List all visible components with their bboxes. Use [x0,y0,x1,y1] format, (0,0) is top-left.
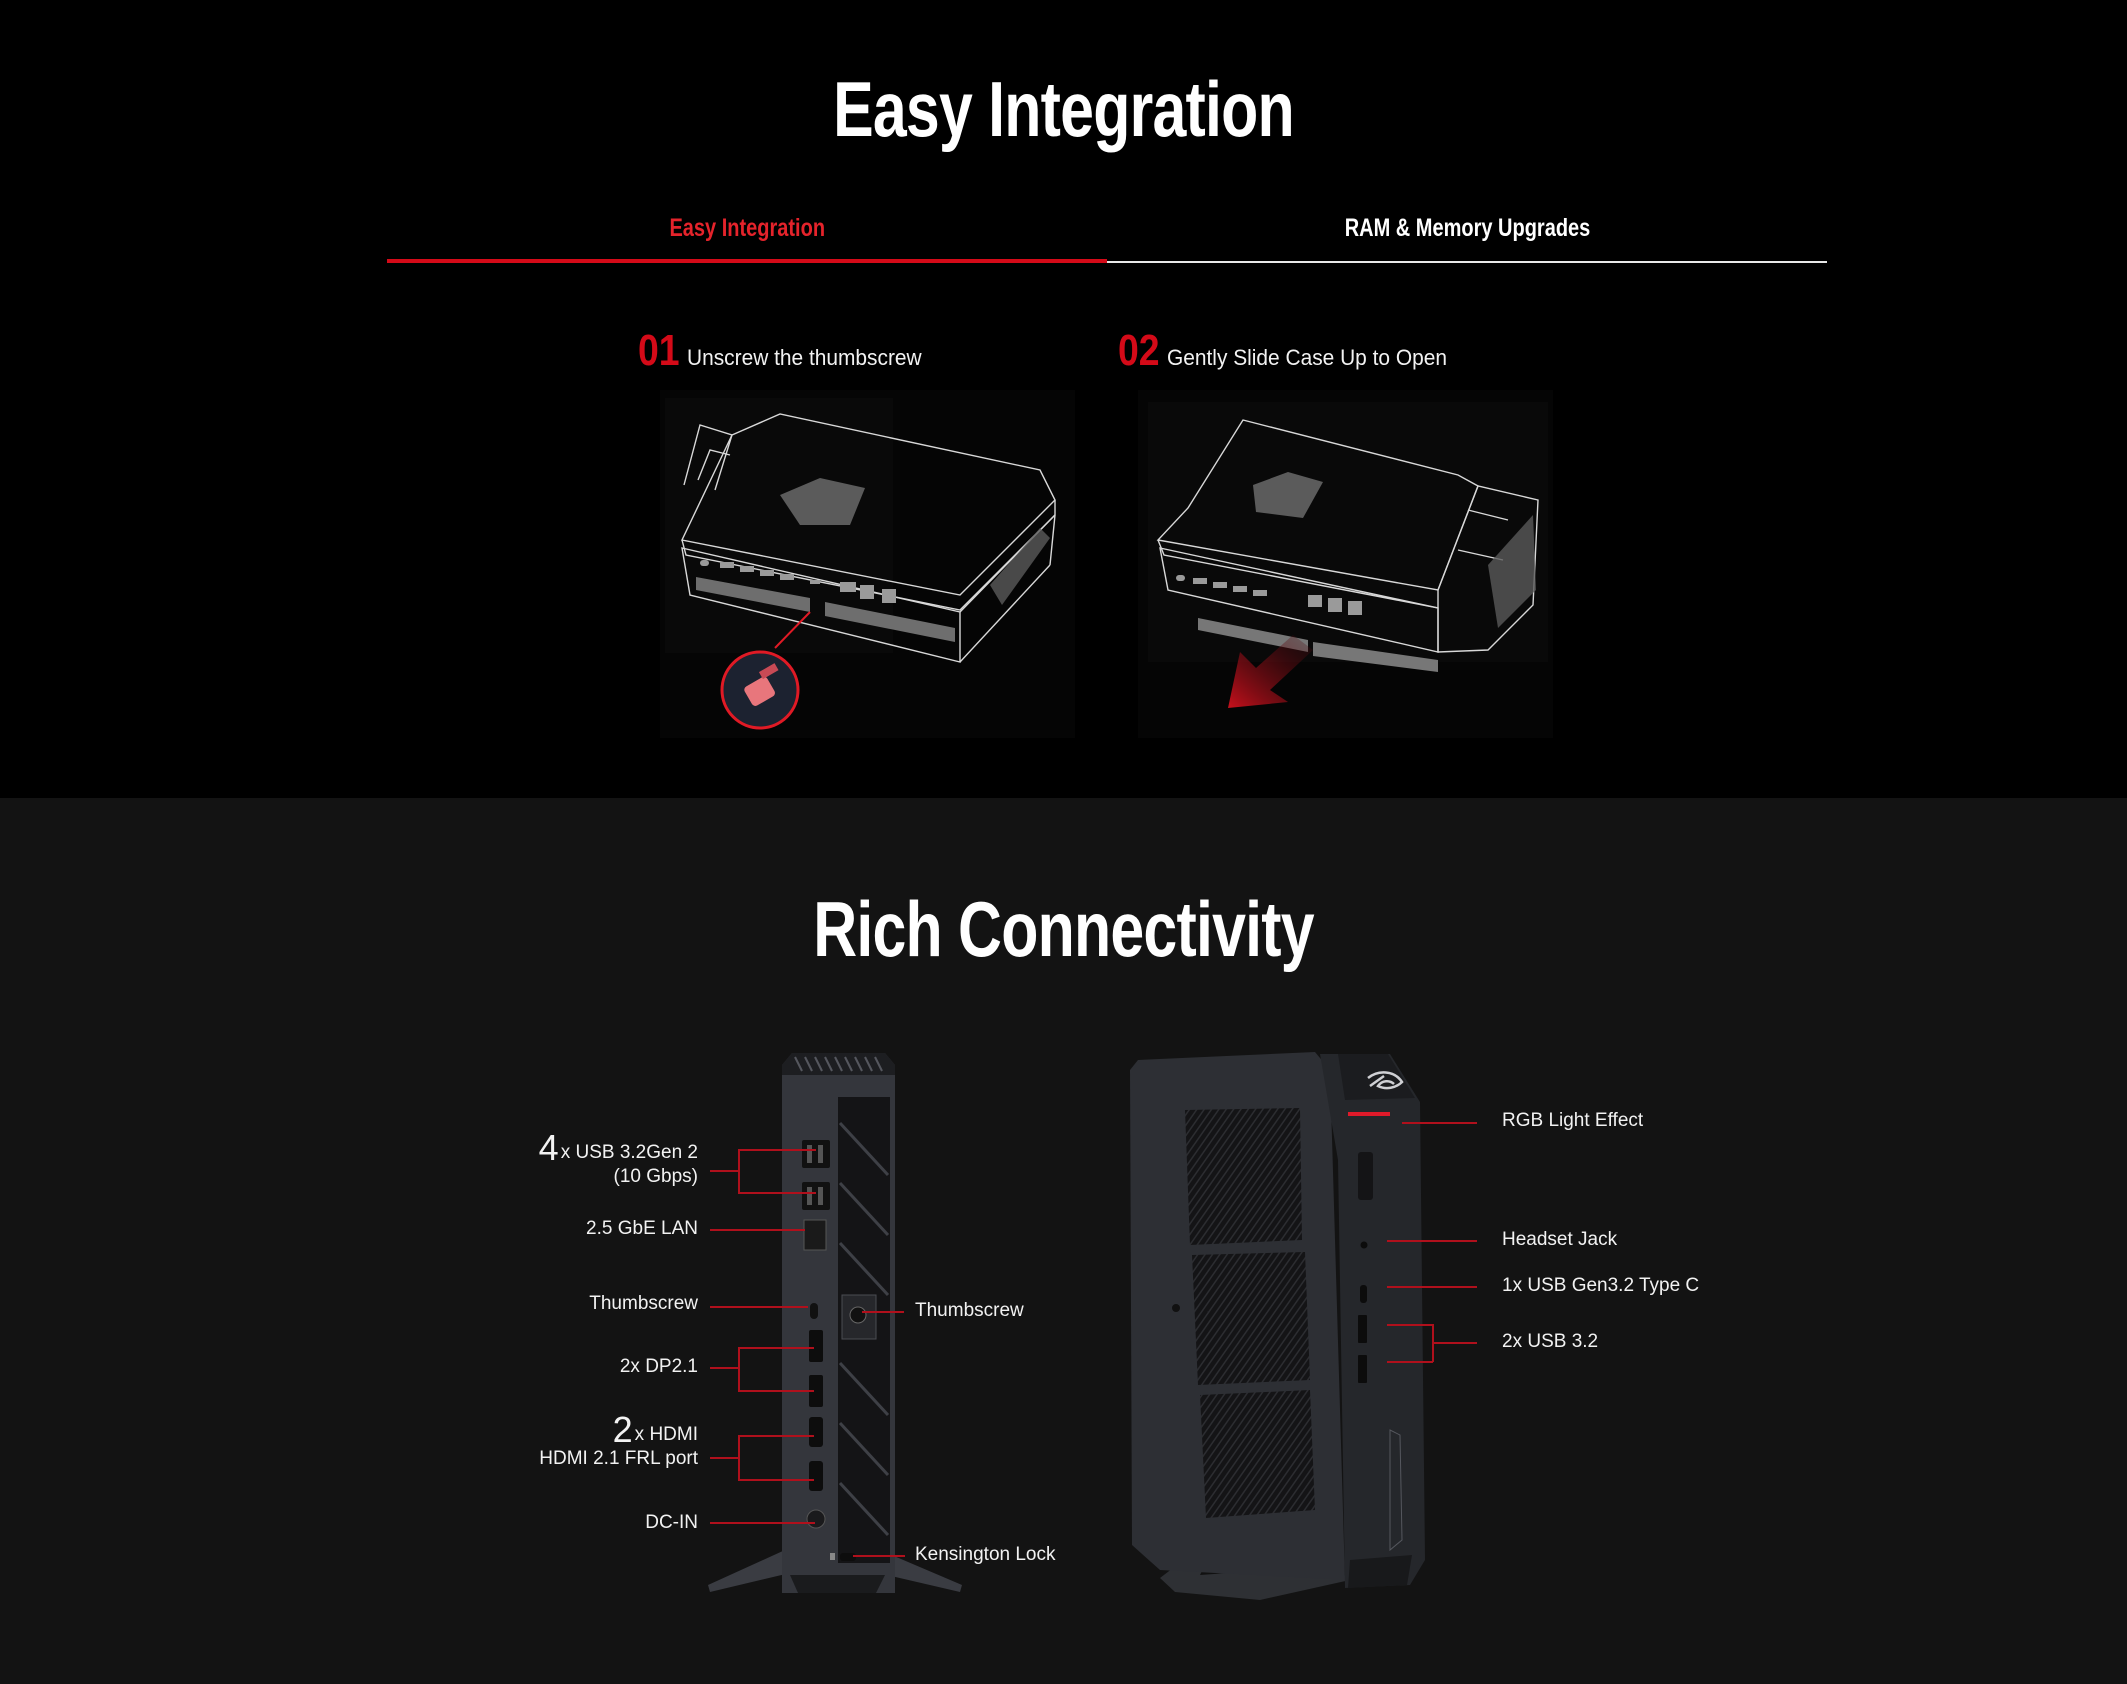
label-lan: 2.5 GbE LAN [586,1218,698,1239]
leader-line [710,1522,815,1524]
leader-line [738,1192,816,1194]
leader-line [710,1170,739,1172]
leader-line [738,1347,740,1391]
tab-label: RAM & Memory Upgrades [1344,214,1590,242]
leader-line [710,1229,805,1231]
rear-panel-device-image [708,1053,962,1593]
label-kensington-lock: Kensington Lock [915,1544,1056,1565]
leader-line [738,1435,740,1480]
leader-line [738,1347,814,1349]
hdmi-label-text: x HDMI [634,1424,698,1445]
wireframe-case-slide-icon [1148,402,1548,708]
tab-divider-line [1107,261,1827,263]
wireframe-case-icon [665,398,1056,730]
leader-line [710,1367,739,1369]
leader-line [1387,1361,1433,1363]
tab-easy-integration[interactable]: Easy Integration [387,205,1107,263]
tab-ram-memory-upgrades[interactable]: RAM & Memory Upgrades [1107,205,1827,263]
step-2-heading: 02 Gently Slide Case Up to Open [1118,326,1462,376]
leader-line [1402,1122,1477,1124]
hdmi-count: 2 [612,1409,633,1450]
step-number: 01 [638,326,680,375]
usb-count: 4 [538,1127,559,1168]
integration-tabs: Easy Integration RAM & Memory Upgrades [387,205,1827,263]
step-text: Gently Slide Case Up to Open [1166,345,1447,370]
hdmi-label-subtext: HDMI 2.1 FRL port [539,1448,698,1469]
leader-line [853,1555,905,1557]
leader-line [738,1149,740,1193]
label-usb-3-2: 2x USB 3.2 [1502,1331,1599,1352]
label-thumbscrew-rear: Thumbscrew [589,1293,698,1314]
leader-line [738,1479,814,1481]
step-number: 02 [1118,326,1160,375]
leader-line [710,1457,739,1459]
usb-label-text: x USB 3.2Gen 2 [560,1142,698,1163]
step-2-illustration [1138,390,1553,738]
label-usb-type-c: 1x USB Gen3.2 Type C [1502,1275,1700,1296]
leader-line [738,1149,816,1151]
front-panel-device-image [1130,1052,1425,1600]
label-rgb-light: RGB Light Effect [1502,1110,1644,1131]
section-title-easy-integration: Easy Integration [833,65,1295,153]
leader-line [738,1435,814,1437]
rich-connectivity-section [0,798,2127,1684]
step-1-illustration [660,390,1075,738]
label-dc-in: DC-IN [645,1512,698,1533]
leader-line [1387,1324,1433,1326]
leader-line [1387,1286,1477,1288]
section-title-rich-connectivity: Rich Connectivity [813,885,1314,973]
leader-line [710,1306,808,1308]
label-headset-jack: Headset Jack [1502,1229,1618,1250]
step-text: Unscrew the thumbscrew [686,345,922,370]
label-thumbscrew-side: Thumbscrew [915,1300,1024,1321]
leader-line [738,1390,814,1392]
leader-line [1387,1240,1477,1242]
leader-line [862,1311,904,1313]
easy-integration-section: Easy Integration Easy Integration RAM & … [0,0,2127,798]
tab-label: Easy Integration [669,214,825,242]
leader-line [1432,1342,1477,1344]
active-tab-indicator [387,259,1107,263]
label-dp: 2x DP2.1 [619,1356,698,1377]
usb-label-subtext: (10 Gbps) [613,1166,698,1187]
step-1-heading: 01 Unscrew the thumbscrew [638,326,934,376]
